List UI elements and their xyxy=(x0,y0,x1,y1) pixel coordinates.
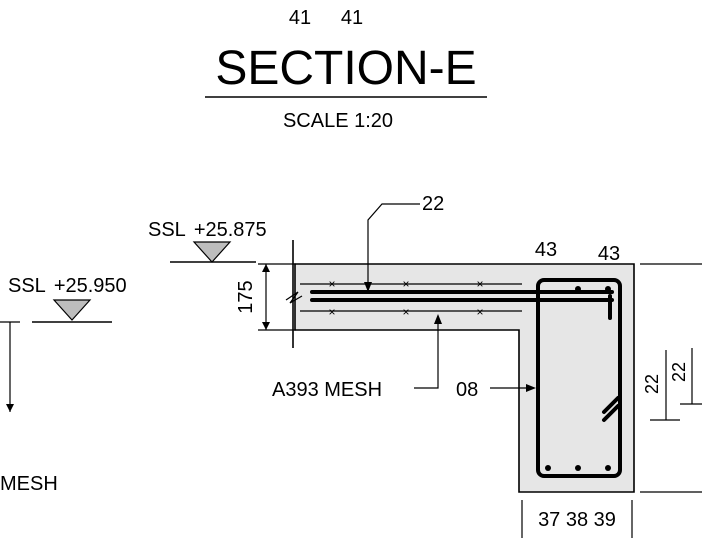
svg-text:×: × xyxy=(476,305,483,319)
svg-text:×: × xyxy=(328,277,335,291)
dim-left-arrow xyxy=(6,404,14,412)
leader-mesh xyxy=(414,318,439,389)
svg-text:×: × xyxy=(402,277,409,291)
level-lower: SSL +25.950 xyxy=(8,275,127,297)
leader-mesh-arrow xyxy=(434,314,442,324)
stirrup-hook-1 xyxy=(602,396,620,414)
mesh-callout: A393 MESH xyxy=(272,379,382,401)
bar-mark-43-right: 43 xyxy=(598,243,620,265)
level-marker-upper xyxy=(192,241,232,263)
dim-175-arrow-bottom xyxy=(262,322,270,330)
level-lower-prefix: SSL xyxy=(8,275,46,297)
level-marker-lower xyxy=(52,299,92,321)
level-upper-prefix: SSL xyxy=(148,219,186,241)
mesh-crosses: × × × × × × xyxy=(328,277,483,319)
svg-text:×: × xyxy=(328,305,335,319)
dim-cover-a: 22 xyxy=(642,374,662,394)
bottom-bar-marks: 37 38 39 xyxy=(538,509,616,531)
scale-label: SCALE 1:20 xyxy=(283,110,393,132)
stirrup-mark-08: 08 xyxy=(456,379,478,401)
level-lower-value: +25.950 xyxy=(54,275,127,297)
dim-cover-b: 22 xyxy=(669,362,689,382)
bottom-bar-1 xyxy=(545,465,551,471)
corner-bar-top-left xyxy=(575,286,581,292)
break-symbol xyxy=(285,291,303,304)
stirrup xyxy=(536,278,622,478)
dim-175-arrow-top xyxy=(262,264,270,272)
leader-22 xyxy=(367,203,420,290)
level-upper: SSL +25.875 xyxy=(148,219,267,241)
svg-text:×: × xyxy=(402,305,409,319)
top-label-right: 41 xyxy=(341,7,363,29)
corner-bar-top-right xyxy=(605,286,611,292)
bottom-bar-2 xyxy=(575,465,581,471)
leader-08-arrow xyxy=(526,384,536,392)
mesh-cut-label: MESH xyxy=(0,473,58,495)
dim-slab-thickness: 175 xyxy=(235,280,257,313)
level-upper-value: +25.875 xyxy=(194,219,267,241)
stirrup-hook-2 xyxy=(602,404,620,422)
top-label-left: 41 xyxy=(289,7,311,29)
bottom-bar-3 xyxy=(605,465,611,471)
svg-text:×: × xyxy=(476,277,483,291)
bar-mark-22: 22 xyxy=(422,193,444,215)
section-title: SECTION-E xyxy=(215,42,476,95)
bar-mark-43-left: 43 xyxy=(535,239,557,261)
leader-22-arrow xyxy=(364,282,372,292)
